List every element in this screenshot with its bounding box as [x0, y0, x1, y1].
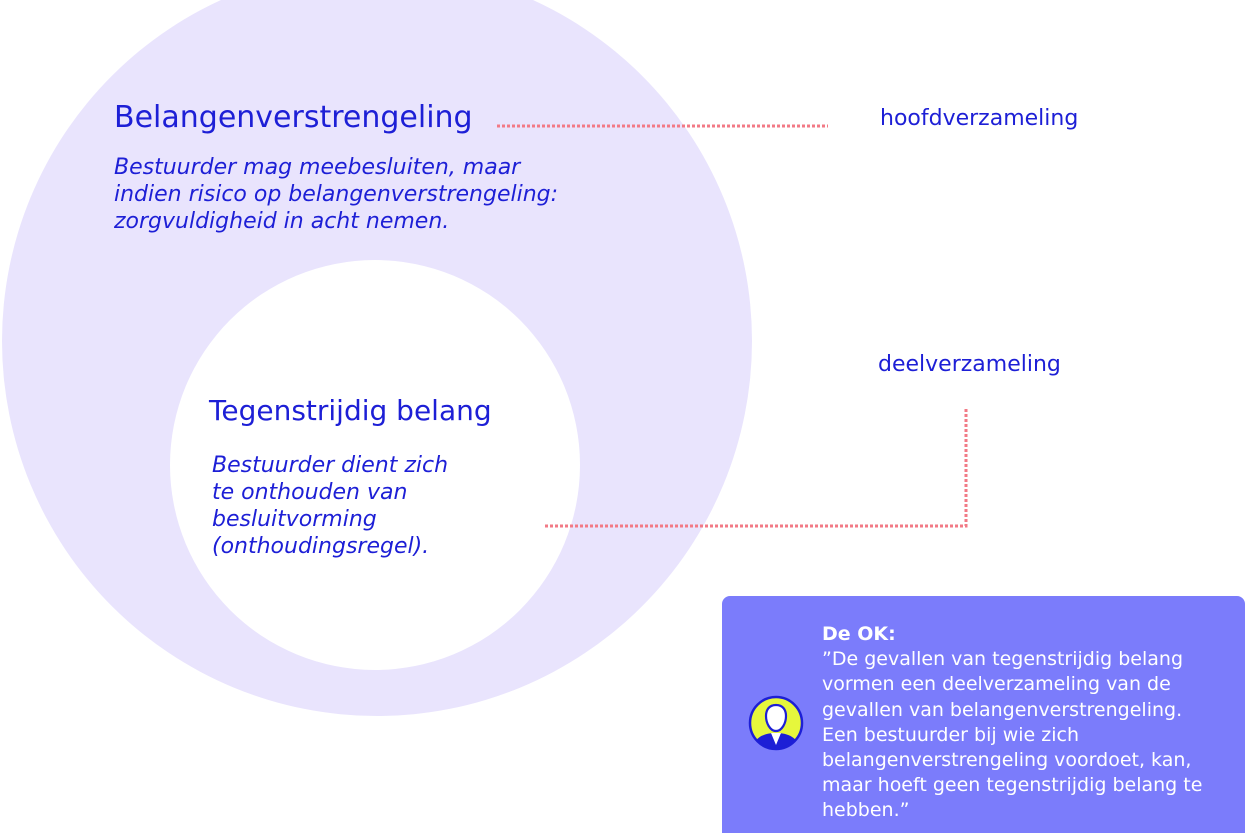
outer-set-description-line: zorgvuldigheid in acht nemen. — [114, 209, 450, 234]
quote-line: ”De gevallen van tegenstrijdig belang — [822, 648, 1183, 671]
label-hoofdverzameling: hoofdverzameling — [880, 106, 1079, 131]
quote-body: ”De gevallen van tegenstrijdig belang vo… — [822, 647, 1232, 823]
inner-set-description-line: Bestuurder dient zich — [212, 453, 449, 478]
inner-set-description-line: (onthoudingsregel). — [212, 534, 430, 559]
label-deelverzameling: deelverzameling — [878, 352, 1061, 377]
quote-line: hebben.” — [822, 799, 910, 822]
inner-set-description: Bestuurder dient zich te onthouden van b… — [212, 452, 448, 560]
inner-set-description-line: besluitvorming — [212, 507, 377, 532]
quote-line: vormen een deelverzameling van de — [822, 673, 1171, 696]
quote-box — [722, 596, 1245, 833]
outer-set-title: Belangenverstrengeling — [114, 100, 473, 135]
inner-set-title: Tegenstrijdig belang — [209, 394, 492, 427]
outer-set-description: Bestuurder mag meebesluiten, maar indien… — [114, 154, 558, 235]
person-icon — [748, 695, 804, 751]
outer-set-description-line: indien risico op belangenverstrengeling: — [114, 182, 559, 207]
quote-line: gevallen van belangenverstrengeling. — [822, 698, 1183, 721]
quote-text: De OK: ”De gevallen van tegenstrijdig be… — [822, 622, 1232, 824]
quote-line: maar hoeft geen tegenstrijdig belang te — [822, 774, 1203, 797]
quote-line: Een bestuurder bij wie zich — [822, 723, 1079, 746]
outer-set-description-line: Bestuurder mag meebesluiten, maar — [114, 155, 521, 180]
inner-set-description-line: te onthouden van — [212, 480, 408, 505]
quote-line: belangenverstrengeling voordoet, kan, — [822, 749, 1192, 772]
inner-set-circle — [170, 260, 580, 670]
quote-author: De OK: — [822, 623, 896, 645]
